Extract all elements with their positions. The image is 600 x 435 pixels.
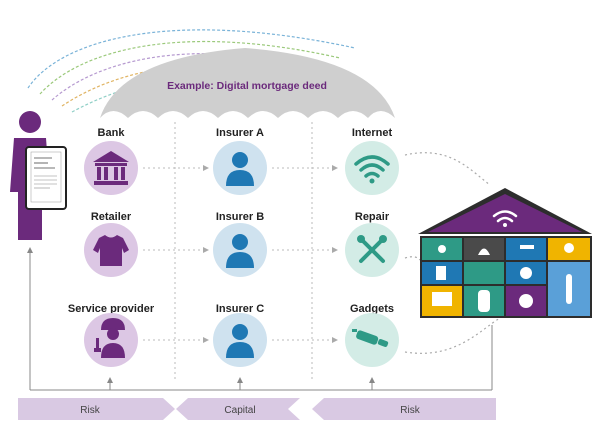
label-insurer-a: Insurer A: [216, 127, 264, 139]
risk-left-label: Risk: [80, 405, 100, 416]
column-dividers: [174, 122, 313, 380]
label-insurer-c: Insurer C: [216, 303, 264, 315]
wifi-icon: [354, 155, 390, 178]
bank-icon: [93, 151, 129, 185]
person-with-tablet-icon: [10, 111, 67, 240]
person-icon: [226, 152, 254, 186]
umbrella-graphic: Example: Digital mortgage deed: [100, 48, 395, 118]
bottom-bar: Risk Capital Risk: [18, 398, 496, 420]
bank-node: [84, 141, 138, 195]
risk-right-label: Risk: [400, 405, 420, 416]
label-insurer-b: Insurer B: [216, 211, 264, 223]
service-provider-node: [84, 313, 138, 367]
repair-node: [345, 223, 399, 277]
label-internet: Internet: [352, 127, 393, 139]
shirt-icon: [93, 235, 129, 266]
insurer-b-node: [213, 223, 267, 277]
label-repair: Repair: [355, 211, 390, 223]
tools-icon: [359, 237, 385, 263]
retailer-node: [84, 223, 138, 277]
smart-house-icon: [418, 188, 592, 318]
label-service-provider: Service provider: [68, 303, 155, 315]
person-icon: [226, 234, 254, 268]
insurer-a-node: [213, 141, 267, 195]
label-gadgets: Gadgets: [350, 303, 394, 315]
insurer-c-node: [213, 313, 267, 367]
gadgets-node: [345, 313, 399, 367]
return-line: [27, 247, 493, 391]
label-retailer: Retailer: [91, 211, 132, 223]
worker-icon: [94, 318, 125, 358]
house-connectors: [404, 152, 501, 354]
capital-label: Capital: [224, 405, 255, 416]
up-arrows: [107, 377, 375, 390]
label-bank: Bank: [98, 127, 126, 139]
umbrella-label: Example: Digital mortgage deed: [167, 80, 327, 92]
internet-node: [345, 141, 399, 195]
person-icon: [226, 324, 254, 358]
cable-icon: [352, 329, 389, 347]
row-connectors: [143, 165, 338, 343]
